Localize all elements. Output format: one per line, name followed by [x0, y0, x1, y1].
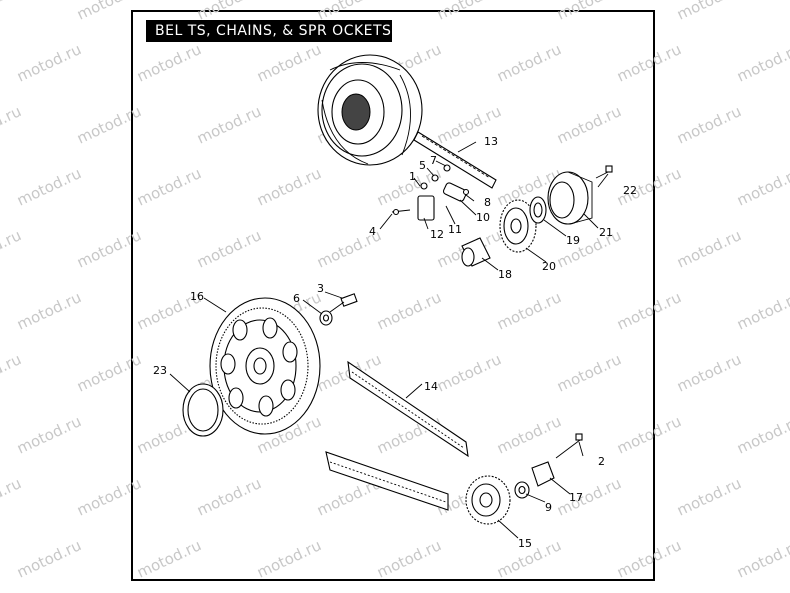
watermark: motod.ru [494, 40, 564, 85]
watermark: motod.ru [0, 0, 24, 24]
watermark: motod.ru [0, 226, 24, 271]
watermark: motod.ru [734, 164, 790, 209]
callout-9: 9 [545, 501, 552, 514]
watermark: motod.ru [74, 102, 144, 147]
diagram-title: BEL TS, CHAINS, & SPR OCKETS [146, 20, 392, 42]
callout-labels: 13 22 2 3 4 5 6 7 8 9 10 11 12 14 15 16 … [153, 135, 637, 550]
watermark: motod.ru [674, 102, 744, 147]
callout-21: 21 [599, 226, 613, 239]
watermark: motod.ru [74, 474, 144, 519]
watermark: motod.ru [74, 350, 144, 395]
primary-chain [413, 131, 497, 189]
clutch-shell-assembly [317, 54, 423, 166]
watermark: motod.ru [734, 412, 790, 457]
watermark: motod.ru [0, 350, 24, 395]
callout-19: 19 [566, 234, 580, 247]
watermark: motod.ru [74, 226, 144, 271]
watermark: motod.ru [14, 288, 84, 333]
callout-10: 10 [476, 211, 490, 224]
chain-tensioner-parts [391, 164, 470, 221]
watermark: motod.ru [614, 288, 684, 333]
watermark: motod.ru [554, 0, 624, 24]
callout-23: 23 [153, 364, 167, 377]
callout-11: 11 [448, 223, 462, 236]
watermark: motod.ru [674, 350, 744, 395]
watermark: motod.ru [734, 40, 790, 85]
watermark: motod.ru [374, 288, 444, 333]
watermark: motod.ru [254, 164, 324, 209]
callout-3: 3 [317, 282, 324, 295]
pulley-bolt-and-washer [319, 293, 358, 326]
callout-7: 7 [430, 154, 437, 167]
drive-belt [325, 360, 469, 511]
watermark: motod.ru [74, 0, 144, 24]
watermark: motod.ru [254, 40, 324, 85]
watermark: motod.ru [614, 412, 684, 457]
callout-18: 18 [498, 268, 512, 281]
watermark: motod.ru [374, 536, 444, 581]
watermark: motod.ru [554, 474, 624, 519]
callout-1: 1 [409, 170, 416, 183]
hub-bolt [595, 165, 613, 179]
watermark: motod.ru [14, 536, 84, 581]
watermark: motod.ru [554, 226, 624, 271]
watermark: motod.ru [14, 40, 84, 85]
watermark: motod.ru [734, 536, 790, 581]
watermark: motod.ru [14, 412, 84, 457]
watermark: motod.ru [674, 474, 744, 519]
watermark: motod.ru [254, 536, 324, 581]
callout-8: 8 [484, 196, 491, 209]
pulley-ring [182, 383, 224, 437]
transmission-sprocket [465, 475, 511, 525]
watermark: motod.ru [194, 102, 264, 147]
watermark: motod.ru [0, 102, 24, 147]
engine-sprocket [499, 199, 537, 253]
watermark: motod.ru [194, 226, 264, 271]
watermark: motod.ru [494, 412, 564, 457]
watermark: motod.ru [494, 288, 564, 333]
callout-14: 14 [424, 380, 438, 393]
callout-6: 6 [293, 292, 300, 305]
rear-belt-pulley [209, 297, 321, 435]
sprocket-washer [529, 196, 547, 224]
watermark: motod.ru [374, 412, 444, 457]
callout-15: 15 [518, 537, 532, 550]
watermark: motod.ru [14, 164, 84, 209]
callout-16: 16 [190, 290, 204, 303]
callout-12: 12 [430, 228, 444, 241]
watermark: motod.ru [434, 350, 504, 395]
sprocket-nut-lockplate-bolt [514, 433, 583, 499]
callout-leaders [169, 141, 609, 539]
callout-4: 4 [369, 225, 376, 238]
watermark: motod.ru [134, 164, 204, 209]
watermark: motod.ru [554, 350, 624, 395]
watermark: motod.ru [734, 288, 790, 333]
callout-2: 2 [598, 455, 605, 468]
compensator-hub [547, 171, 593, 225]
watermark: motod.ru [674, 0, 744, 24]
callout-22: 22 [623, 184, 637, 197]
callout-20: 20 [542, 260, 556, 273]
watermark: motod.ru [614, 40, 684, 85]
watermark: motod.ru [194, 474, 264, 519]
callout-13: 13 [484, 135, 498, 148]
watermark: motod.ru [134, 40, 204, 85]
watermark: motod.ru [0, 474, 24, 519]
watermark: motod.ru [674, 226, 744, 271]
watermark: motod.ru [434, 0, 504, 24]
watermark: motod.ru [554, 102, 624, 147]
callout-17: 17 [569, 491, 583, 504]
watermark: motod.ru [134, 536, 204, 581]
watermark: motod.ru [614, 536, 684, 581]
callout-5: 5 [419, 159, 426, 172]
